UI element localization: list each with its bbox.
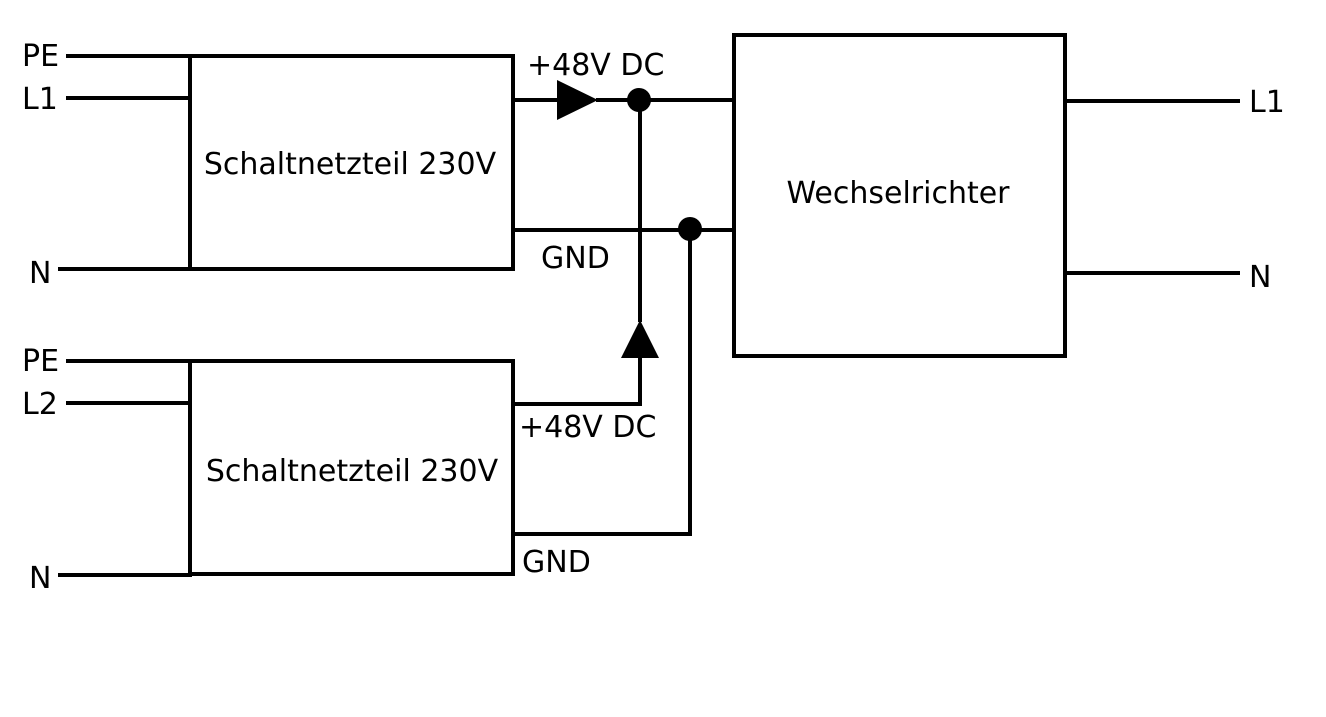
inverter-title: Wechselrichter [786,176,1010,211]
psu-top-gnd-label: GND [541,241,610,276]
psu-bottom: Schaltnetzteil 230V PE L2 N +48V DC GND [22,344,656,596]
psu-top-l1-label: L1 [22,82,58,117]
psu-top-box [188,54,515,271]
psu-bottom-n-label: N [29,561,51,596]
psu-top-title: Schaltnetzteil 230V [204,147,497,182]
psu-bottom-box [188,359,515,576]
psu-top: Schaltnetzteil 230V PE L1 N +48V DC GND [22,39,664,291]
psu-top-pe-label: PE [22,39,59,74]
psu-bottom-gnd-label: GND [522,545,591,580]
inverter-box [732,33,1067,358]
psu-bottom-l2-label: L2 [22,387,58,422]
top-diode-icon [557,80,598,120]
inverter-l1-label: L1 [1249,85,1285,120]
psu-bottom-title: Schaltnetzteil 230V [206,454,499,489]
bottom-diode-icon [621,320,659,358]
psu-bottom-plus-label: +48V DC [519,410,656,445]
psu-top-plus-label: +48V DC [527,48,664,83]
inverter-n-label: N [1249,260,1271,295]
psu-bottom-pe-label: PE [22,344,59,379]
dc-bus [511,80,735,536]
inverter: Wechselrichter L1 N [732,33,1285,358]
psu-top-n-label: N [29,256,51,291]
